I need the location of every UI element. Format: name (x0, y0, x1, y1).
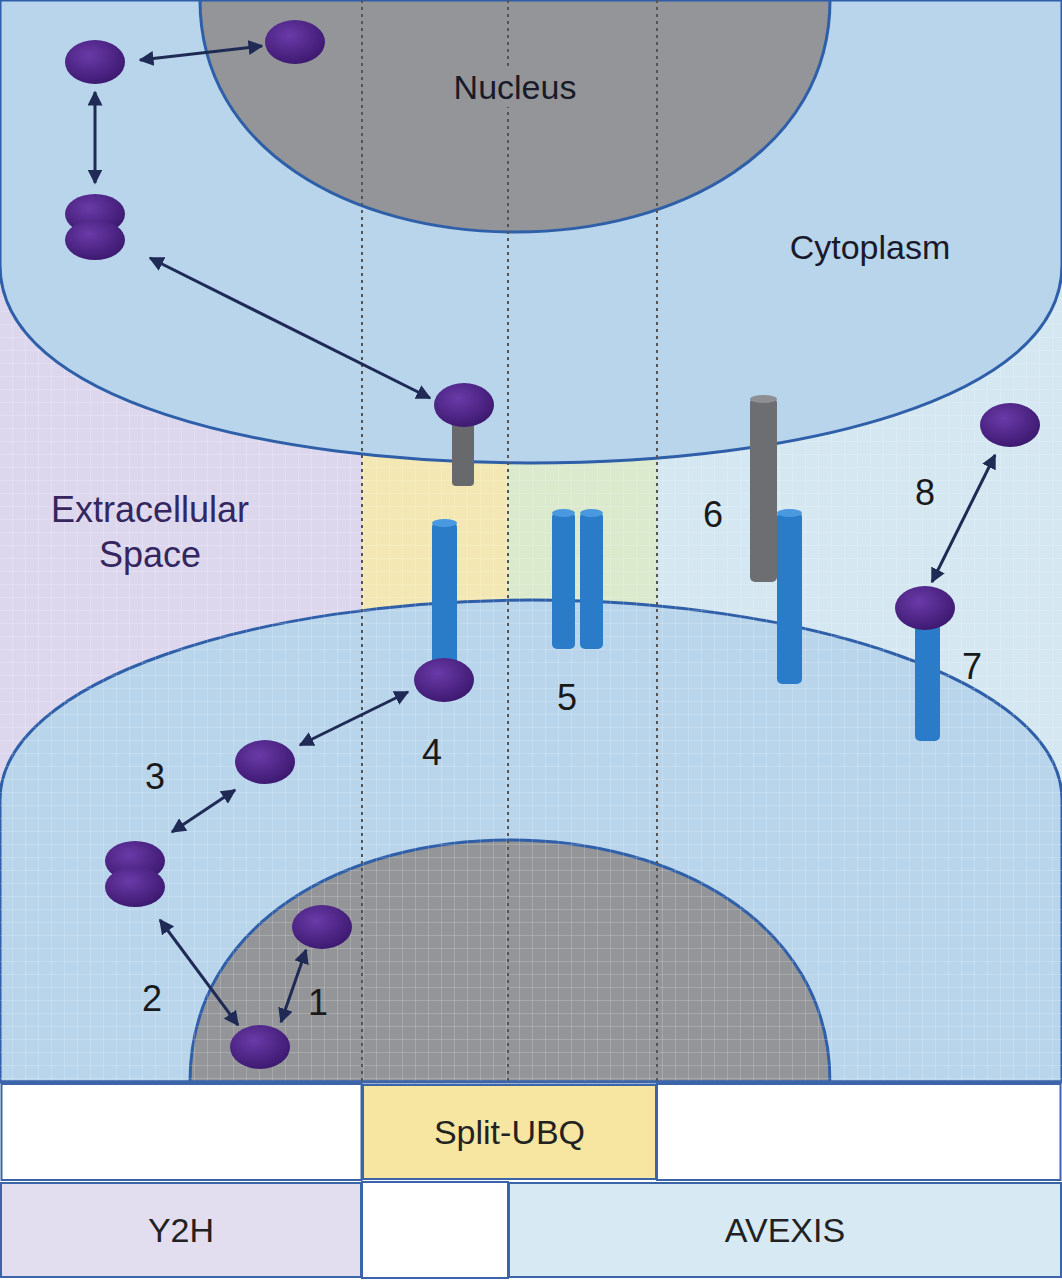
blue-cylinder (432, 522, 457, 674)
protein-blob (65, 220, 125, 260)
cylinder-cap (552, 509, 575, 517)
empty-cell (657, 1084, 1061, 1180)
divider-line (361, 0, 363, 1082)
blue-cylinder (777, 512, 802, 684)
grid-texture (0, 0, 1062, 1082)
cylinder-cap (777, 509, 802, 517)
protein-blob (65, 40, 125, 84)
protein-blob (235, 740, 295, 784)
callout-number: 1 (308, 980, 328, 1025)
blue-cylinder (580, 512, 603, 649)
protein-blob (105, 867, 165, 907)
nucleus-region: Nucleus (200, 0, 830, 234)
double-arrow (160, 920, 238, 1025)
cylinder-cap (750, 395, 777, 403)
region-label: Extracellular Space (15, 487, 285, 577)
table-ground (0, 1082, 1062, 1280)
double-arrow (932, 455, 995, 582)
divider-line (656, 0, 658, 1082)
protein-blob (414, 658, 474, 702)
divider-line (507, 0, 509, 1082)
nucleus-shape (200, 0, 830, 232)
protein-blobs (65, 20, 1040, 1069)
nucleus-outline (200, 0, 830, 234)
double-arrow (140, 46, 262, 60)
grey-cylinder (750, 398, 777, 582)
method-label: AVEXIS (721, 1210, 849, 1251)
protein-blob (980, 403, 1040, 447)
double-arrow (94, 92, 97, 183)
double-arrow (300, 692, 408, 745)
double-arrow (150, 258, 430, 398)
blue-cylinder (552, 512, 575, 649)
method-label: Y2H (144, 1210, 218, 1251)
grey-stalk (452, 418, 474, 486)
protein-blob (105, 841, 165, 881)
callout-number: 6 (703, 492, 723, 537)
callout-number: 7 (962, 644, 982, 689)
callout-number: 4 (422, 730, 442, 775)
blue-cylinder (915, 615, 940, 741)
region-label: Cytoplasm (786, 227, 955, 268)
cell-shape (0, 0, 1062, 463)
protein-blob (65, 194, 125, 234)
callout-number: 5 (557, 675, 577, 720)
method-band: Split-UBQ (362, 1084, 657, 1180)
double-arrow (281, 950, 306, 1022)
double-arrow (172, 790, 235, 832)
callout-number: 8 (915, 470, 935, 515)
callout-number: 2 (142, 976, 162, 1021)
method-band: Y2H (0, 1182, 362, 1278)
dotted-dividers (362, 0, 657, 1082)
cytoplasm-cell: Cytoplasm Nucleus (0, 0, 1062, 466)
interaction-arrows (95, 46, 995, 1025)
protein-blob (895, 586, 955, 630)
cylinder-cap (432, 519, 457, 527)
method-band: AVEXIS (508, 1182, 1062, 1278)
cylinder-cap (580, 509, 603, 517)
protein-blob (434, 383, 494, 427)
method-label: Split-UBQ (430, 1112, 589, 1153)
empty-cell (362, 1182, 508, 1278)
callout-number: 3 (145, 754, 165, 799)
protein-blob (230, 1025, 290, 1069)
region-label: Nucleus (450, 67, 581, 108)
empty-cell (2, 1084, 362, 1180)
protein-blob (292, 905, 352, 949)
protein-blob (265, 20, 325, 64)
